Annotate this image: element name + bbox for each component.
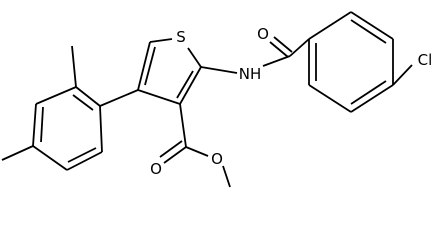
- bond-amide-co-1: [269, 41, 289, 58]
- bond-c4-aryl: [99, 89, 139, 107]
- bond-ph-1: [308, 11, 352, 40]
- ester-ether-oxygen-label: O: [211, 150, 223, 168]
- bond-ester-co-2: [159, 140, 183, 158]
- methyl-ester-group: [159, 103, 231, 188]
- bond-para-methyl: [1, 145, 34, 161]
- bond-c2-c3: [179, 66, 202, 105]
- bond-ph-4: [350, 84, 394, 113]
- bond-ph-5: [308, 84, 352, 113]
- bond-ar-4: [32, 145, 68, 171]
- bond-c2-n: [200, 66, 238, 74]
- bond-ar-1: [75, 86, 101, 107]
- bond-ortho-methyl: [71, 45, 77, 88]
- bond-n-carbonyl: [262, 55, 291, 67]
- bond-ar-6: [99, 105, 103, 153]
- bond-c3-ester: [179, 103, 187, 148]
- bond-c3-c4: [137, 89, 181, 105]
- thiophene-ring: [137, 38, 202, 105]
- chlorine-label: Cl: [418, 51, 433, 69]
- bond-c4-c5-inner: [144, 46, 156, 86]
- bond-ester-co-1: [163, 146, 187, 164]
- bond-o-methyl: [222, 165, 231, 188]
- bond-ar-3-inner: [40, 106, 44, 143]
- bond-ar-3: [32, 103, 37, 147]
- bond-c2-c3-inner: [176, 70, 194, 99]
- bond-c4-c5: [137, 41, 151, 91]
- bond-ar-1-inner: [72, 94, 94, 111]
- bond-ar-5: [66, 151, 103, 171]
- bond-s1-c2: [187, 47, 202, 68]
- bond-ar-2: [35, 86, 77, 105]
- bond-carbonyl-ring: [289, 38, 310, 57]
- bond-ester-o: [185, 146, 209, 157]
- atom-labels: S NH O Cl O O: [150, 25, 432, 178]
- amide-oxygen-label: O: [257, 25, 269, 43]
- bond-ph-2: [350, 11, 394, 40]
- amide-nitrogen-label: NH: [239, 65, 262, 83]
- dimethylphenyl-group: [1, 45, 139, 171]
- bond-ph-2-inner: [350, 19, 387, 44]
- chlorobenzamide-group: [200, 11, 413, 113]
- bond-amide-co-2: [273, 36, 293, 53]
- ester-carbonyl-oxygen-label: O: [150, 160, 162, 178]
- bond-ph-4-inner: [350, 80, 387, 105]
- chemical-structure-diagram: S NH O Cl O O: [1, 11, 432, 188]
- bond-ph-cl: [392, 64, 413, 86]
- bond-ar-5-inner: [67, 147, 97, 163]
- sulfur-label: S: [176, 28, 186, 46]
- bond-c5-s1: [149, 38, 173, 43]
